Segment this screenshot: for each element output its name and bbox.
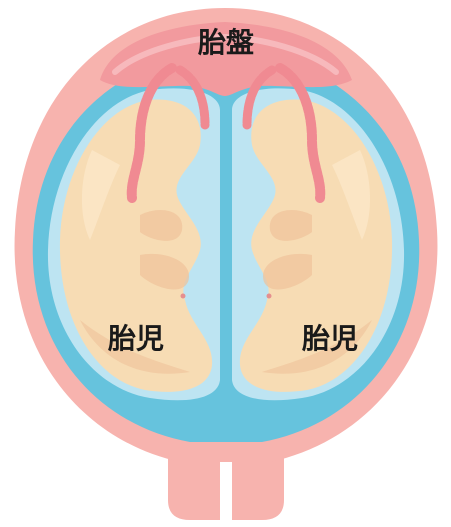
fetus-left-label: 胎児 [108,322,164,355]
cervical-canal [222,455,230,527]
fetus-left-navel [181,294,186,299]
fetus-right-label: 胎児 [302,322,358,355]
placenta-label: 胎盤 [198,26,255,59]
fetus-right-navel [267,294,272,299]
